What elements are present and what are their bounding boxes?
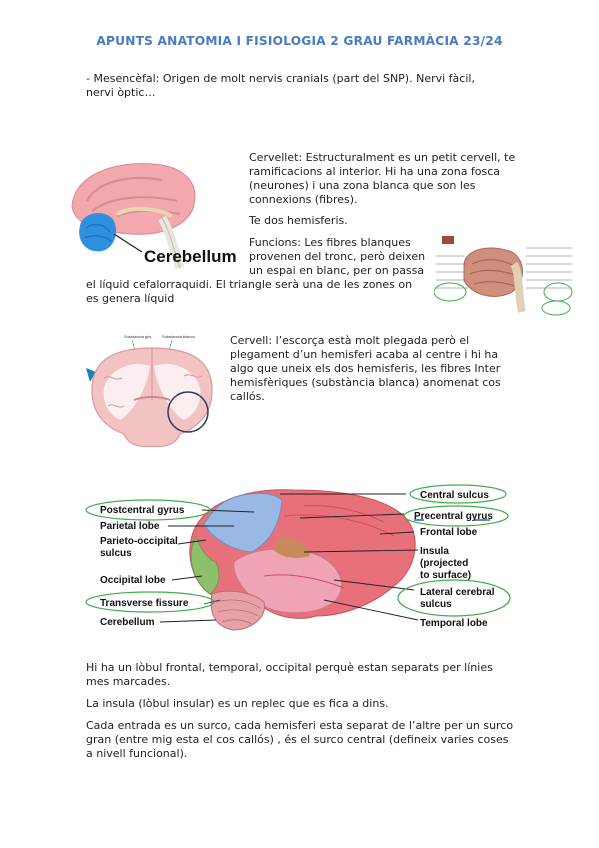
- label-lateral-sulcus: sulcus: [420, 599, 452, 610]
- highlight-circle: [167, 391, 209, 433]
- cerebellum-sagittal-figure: Cerebellum: [71, 163, 237, 270]
- label-postcentral-gyrus: Postcentral gyrus: [100, 505, 185, 516]
- grey-matter-label: Substancia gris: [124, 334, 151, 339]
- closing-paragraph-1: Hi ha un lòbul frontal, temporal, occipi…: [86, 661, 493, 688]
- precentral-circle: [403, 505, 509, 527]
- label-lateral-cerebral: Lateral cerebral: [420, 587, 495, 598]
- cerebellum-paragraph-2: Te dos hemisferis.: [249, 214, 348, 227]
- label-transverse-fissure: Transverse fissure: [100, 598, 189, 609]
- cerebellum-paragraph-3a: Funcions: Les fibres blanques provenen d…: [249, 236, 426, 277]
- coronal-section-figure: Substancia gris Substancia blanca: [86, 334, 213, 448]
- label-parietal-lobe: Parietal lobe: [100, 521, 160, 532]
- brain-lobes-figure: Postcentral gyrus Parietal lobe Parieto-…: [85, 484, 511, 631]
- insula-shape: [274, 537, 310, 558]
- cerebellum-figure-label: Cerebellum: [144, 247, 237, 266]
- label-cerebellum: Cerebellum: [100, 617, 155, 628]
- label-insula: Insula: [420, 546, 449, 557]
- cerebellum-detail-figure: [434, 236, 573, 316]
- cerebrum-paragraph: Cervell: l’escorça està molt plegada per…: [230, 334, 501, 403]
- label-occipital-lobe: Occipital lobe: [100, 575, 166, 586]
- label-to-surface: to surface): [420, 570, 471, 581]
- closing-paragraph-2: La insula (lòbul insular) es un replec q…: [86, 697, 389, 710]
- closing-paragraph-3: Cada entrada es un surco, cada hemisferi…: [86, 719, 514, 760]
- label-parieto-occipital: Parieto-occipital: [100, 536, 178, 547]
- white-matter-label: Substancia blanca: [162, 334, 195, 339]
- intro-paragraph: - Mesencèfal: Origen de molt nervis cran…: [86, 72, 475, 99]
- cerebellum-shape: [79, 212, 117, 252]
- label-central-sulcus: Central sulcus: [420, 490, 489, 501]
- cerebellum-paragraph-1: Cervellet: Estructuralment es un petit c…: [249, 151, 516, 206]
- lateral-sulcus-circle: [397, 579, 511, 617]
- page-title: APUNTS ANATOMIA I FISIOLOGIA 2 GRAU FARM…: [96, 34, 503, 48]
- label-temporal-lobe: Temporal lobe: [420, 618, 488, 629]
- label-frontal-lobe: Frontal lobe: [420, 527, 478, 538]
- transverse-fissure-circle: [85, 591, 215, 613]
- label-sulcus: sulcus: [100, 548, 132, 559]
- label-precentral-gyrus: Precentral gyrus: [414, 511, 493, 522]
- triangle-marker-icon: [86, 368, 96, 382]
- central-sulcus-circle: [409, 484, 507, 504]
- corpus-callosum-shape: [116, 207, 173, 218]
- label-projected: (projected: [420, 558, 468, 569]
- cerebellum-paragraph-3b: el líquid cefalorraquidi. El triangle se…: [86, 278, 413, 305]
- postcentral-circle: [85, 499, 211, 521]
